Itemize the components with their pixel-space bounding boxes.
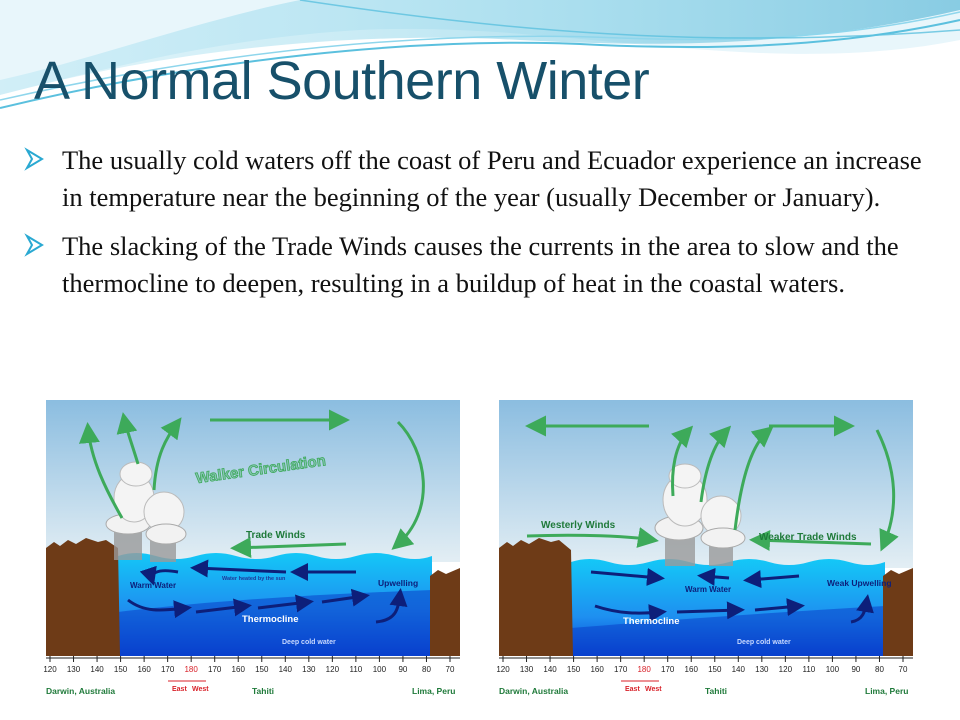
tick-label: 160 [685, 665, 699, 674]
thermocline-label: Thermocline [623, 616, 680, 627]
tick-label: 120 [779, 665, 793, 674]
east-label: East [172, 686, 187, 693]
tahiti-label: Tahiti [252, 686, 274, 696]
tick-label: 140 [543, 665, 557, 674]
darwin-label: Darwin, Australia [499, 686, 568, 696]
lima-label: Lima, Peru [865, 686, 908, 696]
east-label: East [625, 686, 640, 693]
tick-label: 160 [590, 665, 604, 674]
weak-upwelling-label: Weak Upwelling [827, 578, 892, 588]
tick-label: 150 [114, 665, 128, 674]
tick-label: 170 [161, 665, 175, 674]
tick-label: 110 [349, 665, 362, 674]
tick-label: 110 [802, 665, 815, 674]
tick-label: 150 [708, 665, 722, 674]
slide-title: A Normal Southern Winter [34, 51, 650, 111]
weaker-trade-winds-label: Weaker Trade Winds [759, 532, 857, 543]
tick-label: 170 [208, 665, 222, 674]
header-swoosh [0, 0, 960, 109]
upwelling-label: Upwelling [378, 578, 418, 588]
land-east [883, 568, 913, 656]
tick-label: 160 [232, 665, 246, 674]
bullet-item: The slacking of the Trade Winds causes t… [22, 228, 922, 302]
tick-label: 70 [899, 665, 908, 674]
longitude-ticks: 120 130 140 150 160 170 180 170 160 150 140 130 120 1… [496, 656, 908, 674]
tick-label: 120 [326, 665, 340, 674]
tick-label: 70 [446, 665, 455, 674]
bullet-text: The slacking of the Trade Winds causes t… [62, 231, 899, 298]
west-label: West [192, 686, 209, 693]
tick-label: 150 [567, 665, 581, 674]
water-heated-label: Water heated by the sun [222, 576, 286, 582]
land-east [430, 568, 460, 656]
tick-label: 130 [302, 665, 316, 674]
land-west [46, 538, 120, 656]
tick-label: 80 [875, 665, 884, 674]
tick-label: 140 [732, 665, 746, 674]
tick-label: 90 [398, 665, 407, 674]
tick-label: 140 [90, 665, 104, 674]
tick-label: 90 [851, 665, 860, 674]
tick-label: 140 [279, 665, 293, 674]
deep-cold-water-label: Deep cold water [737, 639, 791, 646]
tick-label: 160 [137, 665, 151, 674]
tick-label: 80 [422, 665, 431, 674]
tick-label: 180 [637, 665, 651, 674]
darwin-label: Darwin, Australia [46, 686, 115, 696]
bullet-text: The usually cold waters off the coast of… [62, 145, 922, 212]
tick-label: 120 [496, 665, 510, 674]
land-west [499, 538, 573, 656]
cloud-icon [105, 461, 187, 562]
ocean-current-arrows [127, 559, 408, 624]
normal-conditions-diagram: Walker Circulation Trade Winds Warm Wate… [43, 400, 460, 704]
el-nino-conditions-diagram: Westerly Winds Weaker Trade Winds Warm W… [496, 400, 913, 704]
arrow-bullet-icon [24, 233, 44, 257]
warm-water-label: Warm Water [685, 585, 731, 594]
thermocline-label: Thermocline [242, 614, 299, 625]
arrow-bullet-icon [24, 147, 44, 171]
tick-label: 170 [661, 665, 675, 674]
longitude-ticks: 120 130 140 150 160 170 180 170 160 150 140 130 120 1… [43, 656, 455, 674]
tick-label: 130 [520, 665, 534, 674]
tick-label: 170 [614, 665, 628, 674]
tick-label: 130 [67, 665, 81, 674]
warm-water-label: Warm Water [130, 581, 176, 590]
ocean-current-arrows [590, 567, 874, 624]
wind-arrows [525, 415, 899, 552]
lima-label: Lima, Peru [412, 686, 455, 696]
walker-circulation-arrows [78, 409, 425, 558]
tick-label: 180 [184, 665, 198, 674]
tick-label: 100 [373, 665, 387, 674]
tahiti-label: Tahiti [705, 686, 727, 696]
bullet-list: The usually cold waters off the coast of… [22, 142, 922, 314]
westerly-winds-label: Westerly Winds [541, 520, 616, 531]
tick-label: 100 [826, 665, 840, 674]
tick-label: 120 [43, 665, 57, 674]
trade-winds-label: Trade Winds [246, 530, 306, 541]
west-label: West [645, 686, 662, 693]
tick-label: 150 [255, 665, 269, 674]
bullet-item: The usually cold waters off the coast of… [22, 142, 922, 216]
tick-label: 130 [755, 665, 769, 674]
deep-cold-water-label: Deep cold water [282, 639, 336, 646]
